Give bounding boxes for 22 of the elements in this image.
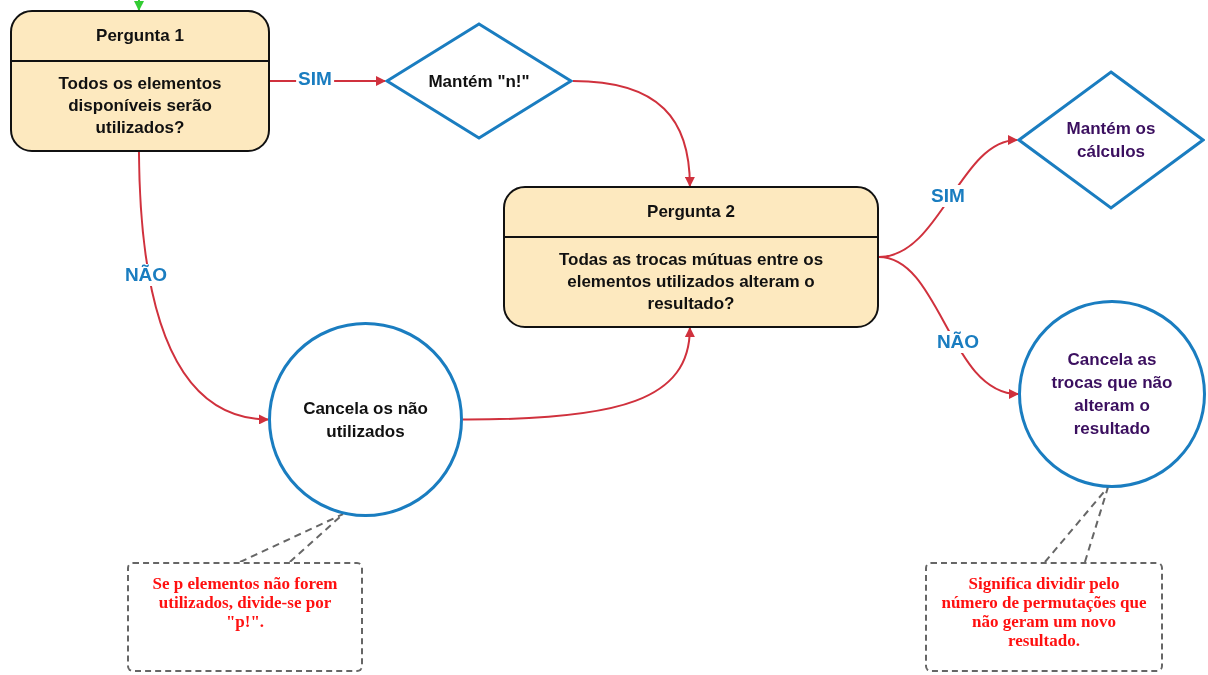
leader-line [1043, 486, 1110, 563]
edge-label: SIM [929, 185, 967, 207]
arrow [572, 80, 695, 187]
decision-text: Mantém os cálculos [1065, 118, 1157, 163]
callout-note [925, 562, 1163, 672]
arrow [462, 327, 695, 421]
question-heading: Pergunta 1 [96, 26, 184, 46]
process-text: Cancela os não utilizados [302, 397, 429, 443]
callout-note [127, 562, 363, 672]
question-text: Todos os elementos disponíveis serão utilizados? [57, 73, 223, 139]
question-box [10, 10, 270, 152]
question-box [503, 186, 879, 328]
arrow [134, 0, 144, 11]
leader-line [239, 513, 345, 563]
note-text: Significa dividir pelo número de permutações que não geram um novo resultado. [940, 574, 1148, 650]
note-text: Se p elementos não forem utilizados, divide-se por "p!". [151, 574, 339, 631]
question-heading: Pergunta 2 [647, 202, 735, 222]
process-text: Cancela as trocas que não alteram o resultado [1050, 349, 1174, 440]
arrow [137, 151, 269, 424]
question-text: Todas as trocas mútuas entre os elementos utilizados alteram o resultado? [557, 249, 825, 315]
arrow [878, 256, 1019, 398]
decision-text: Mantém "n!" [428, 70, 530, 93]
